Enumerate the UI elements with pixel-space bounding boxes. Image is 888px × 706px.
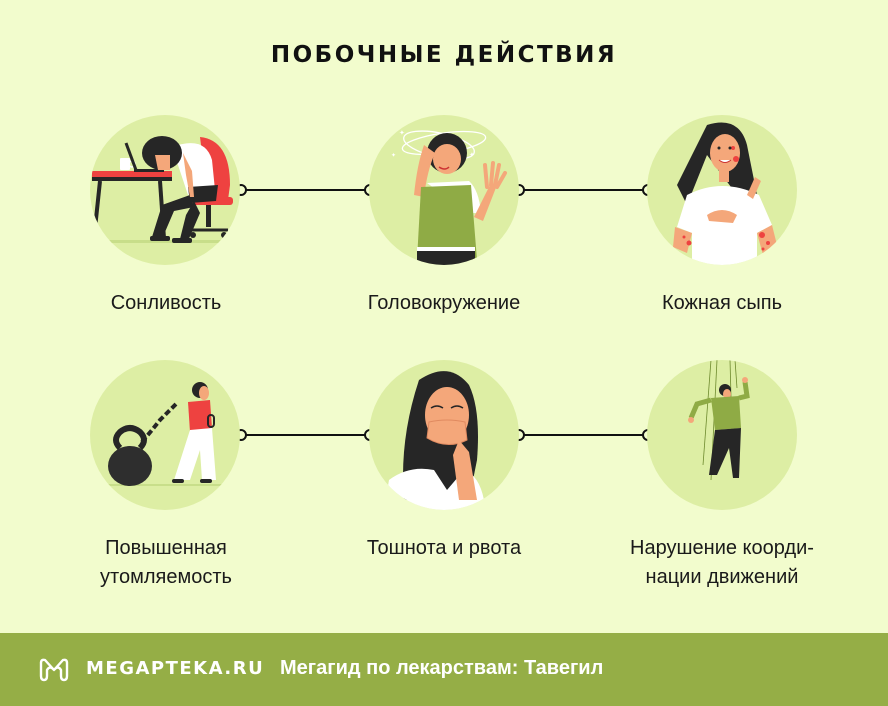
svg-text:✦: ✦ [469, 151, 475, 159]
svg-text:✦: ✦ [391, 152, 396, 159]
woman-with-rash-illustration [647, 115, 797, 265]
side-effect-label-line: Повышенная [105, 537, 227, 559]
side-effect-label-line: Нарушение коорди- [630, 537, 814, 559]
connector-line [522, 434, 646, 436]
side-effect-label: Кожная сыпь [661, 292, 783, 314]
brand-name[interactable]: MEGAPTEKA.RU [86, 658, 265, 679]
puppet-man-illustration [647, 360, 797, 510]
svg-text:✦: ✦ [399, 129, 405, 137]
sleepy-woman-at-desk-illustration [90, 115, 240, 265]
side-effect-label-line: утомляемость [100, 566, 232, 588]
connector-line [522, 189, 646, 191]
side-effect-label: Сонливость [110, 292, 222, 314]
side-effect-label: Головокружение [367, 292, 521, 314]
woman-dragging-kettlebell-illustration [90, 360, 240, 510]
connector-line [244, 189, 368, 191]
nauseous-woman-illustration [369, 360, 519, 510]
dizzy-woman-illustration: ✦ ✦ ✦ [369, 115, 519, 265]
footer-bar [0, 633, 888, 706]
side-effect-label: Повышенная утомляемость [46, 534, 286, 592]
side-effect-label: Тошнота и рвота [366, 537, 522, 559]
side-effect-label: Нарушение коорди- нации движений [592, 534, 852, 592]
side-effect-label-line: нации движений [645, 566, 799, 588]
page-title: ПОБОЧНЫЕ ДЕЙСТВИЯ [270, 42, 618, 68]
footer-caption: Мегагид по лекарствам: Тавегил [280, 657, 604, 679]
megapteka-m-logo-icon[interactable] [38, 656, 70, 684]
connector-line [244, 434, 368, 436]
